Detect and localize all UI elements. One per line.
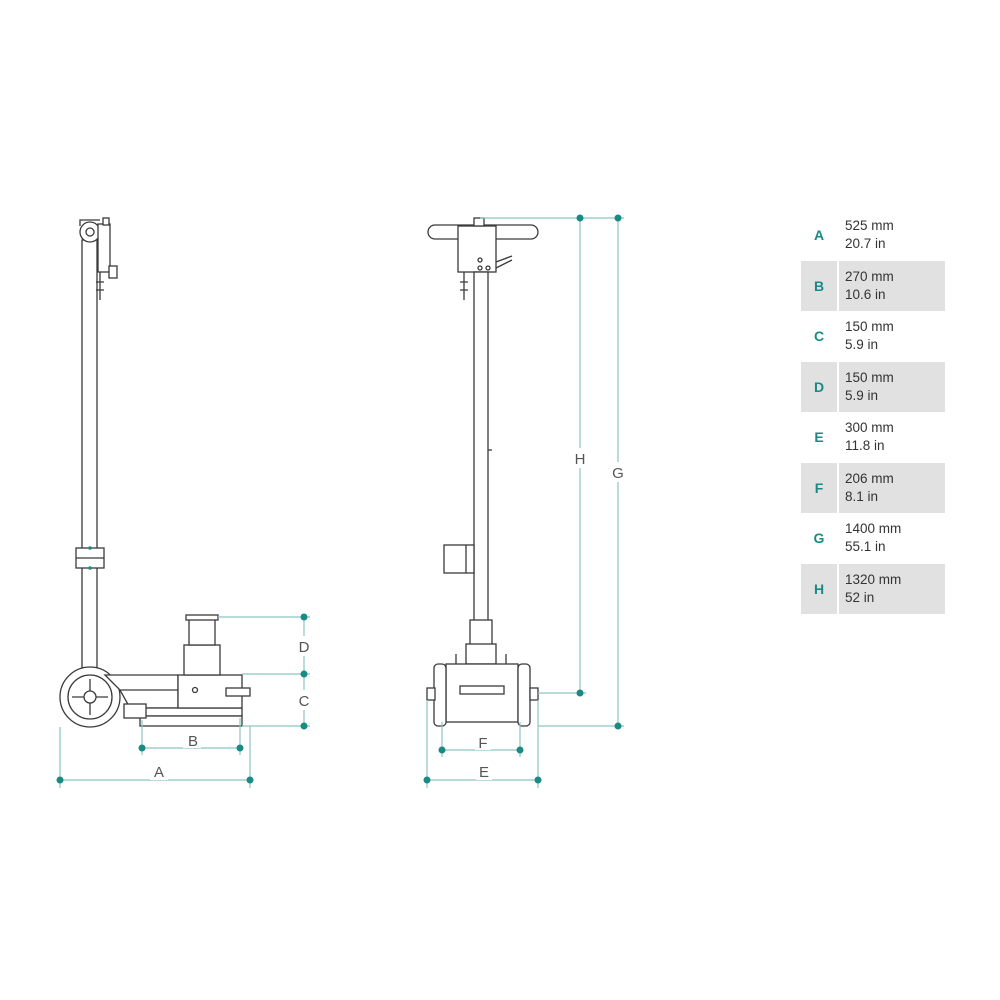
metric-value: 1320 mm: [845, 571, 902, 587]
jack-front-view: [426, 217, 539, 727]
dimension-key: F: [801, 462, 837, 513]
dimension-values: 150 mm 5.9 in: [839, 361, 945, 412]
metric-value: 525 mm: [845, 218, 894, 234]
dimension-key: D: [801, 361, 837, 412]
imperial-value: 5.9 in: [845, 337, 879, 353]
dimension-key: A: [813, 227, 825, 244]
dim-label-e: E: [479, 764, 489, 781]
imperial-value: 5.9 in: [845, 387, 879, 403]
dim-label-a: A: [154, 764, 164, 781]
dimension-row-e: E 300 mm 11.8 in: [801, 412, 945, 463]
dimension-row-c: C 150 mm 5.9 in: [801, 311, 945, 362]
dimension-values: 1320 mm 52 in: [839, 563, 945, 614]
dimension-key: C: [813, 328, 825, 345]
imperial-value: 8.1 in: [845, 488, 879, 504]
dim-label-d: D: [299, 639, 310, 656]
dimension-key: E: [814, 429, 824, 446]
jack-side-view: [59, 217, 251, 728]
imperial-value: 52 in: [845, 589, 875, 605]
metric-value: 150 mm: [845, 319, 894, 335]
dim-label-g: G: [612, 465, 624, 482]
metric-value: 270 mm: [845, 268, 894, 284]
dimension-row-d: D 150 mm 5.9 in: [801, 361, 945, 412]
dimension-values: 300 mm 11.8 in: [839, 412, 945, 463]
dim-label-f: F: [478, 735, 487, 752]
dimension-row-f: F 206 mm 8.1 in: [801, 462, 945, 513]
dim-label-c: C: [299, 693, 310, 710]
dimension-values: 150 mm 5.9 in: [839, 311, 945, 362]
dimension-values: 270 mm 10.6 in: [839, 260, 945, 311]
dimension-key: G: [813, 530, 825, 547]
dim-label-h: H: [575, 451, 586, 468]
dimension-row-g: G 1400 mm 55.1 in: [801, 513, 945, 564]
dimension-labels: A B C D E F G H: [150, 448, 627, 781]
dimension-values: 525 mm 20.7 in: [839, 210, 945, 261]
imperial-value: 11.8 in: [845, 438, 885, 454]
imperial-value: 55.1 in: [845, 539, 886, 555]
dimension-key: B: [801, 260, 837, 311]
dim-label-b: B: [188, 733, 198, 750]
dimension-row-b: B 270 mm 10.6 in: [801, 260, 945, 311]
metric-value: 300 mm: [845, 420, 894, 436]
dimension-row-h: H 1320 mm 52 in: [801, 563, 945, 614]
dimension-row-a: A 525 mm 20.7 in: [801, 210, 945, 261]
imperial-value: 20.7 in: [845, 236, 886, 252]
metric-value: 150 mm: [845, 369, 894, 385]
metric-value: 206 mm: [845, 470, 894, 486]
dimension-lines: [56, 214, 624, 788]
dimension-values: 206 mm 8.1 in: [839, 462, 945, 513]
metric-value: 1400 mm: [845, 521, 902, 537]
dimension-values: 1400 mm 55.1 in: [839, 513, 945, 564]
dimension-table: A 525 mm 20.7 in B 270 mm 10.6 in C 150 …: [801, 210, 945, 614]
dimension-key: H: [801, 563, 837, 614]
imperial-value: 10.6 in: [845, 286, 886, 302]
